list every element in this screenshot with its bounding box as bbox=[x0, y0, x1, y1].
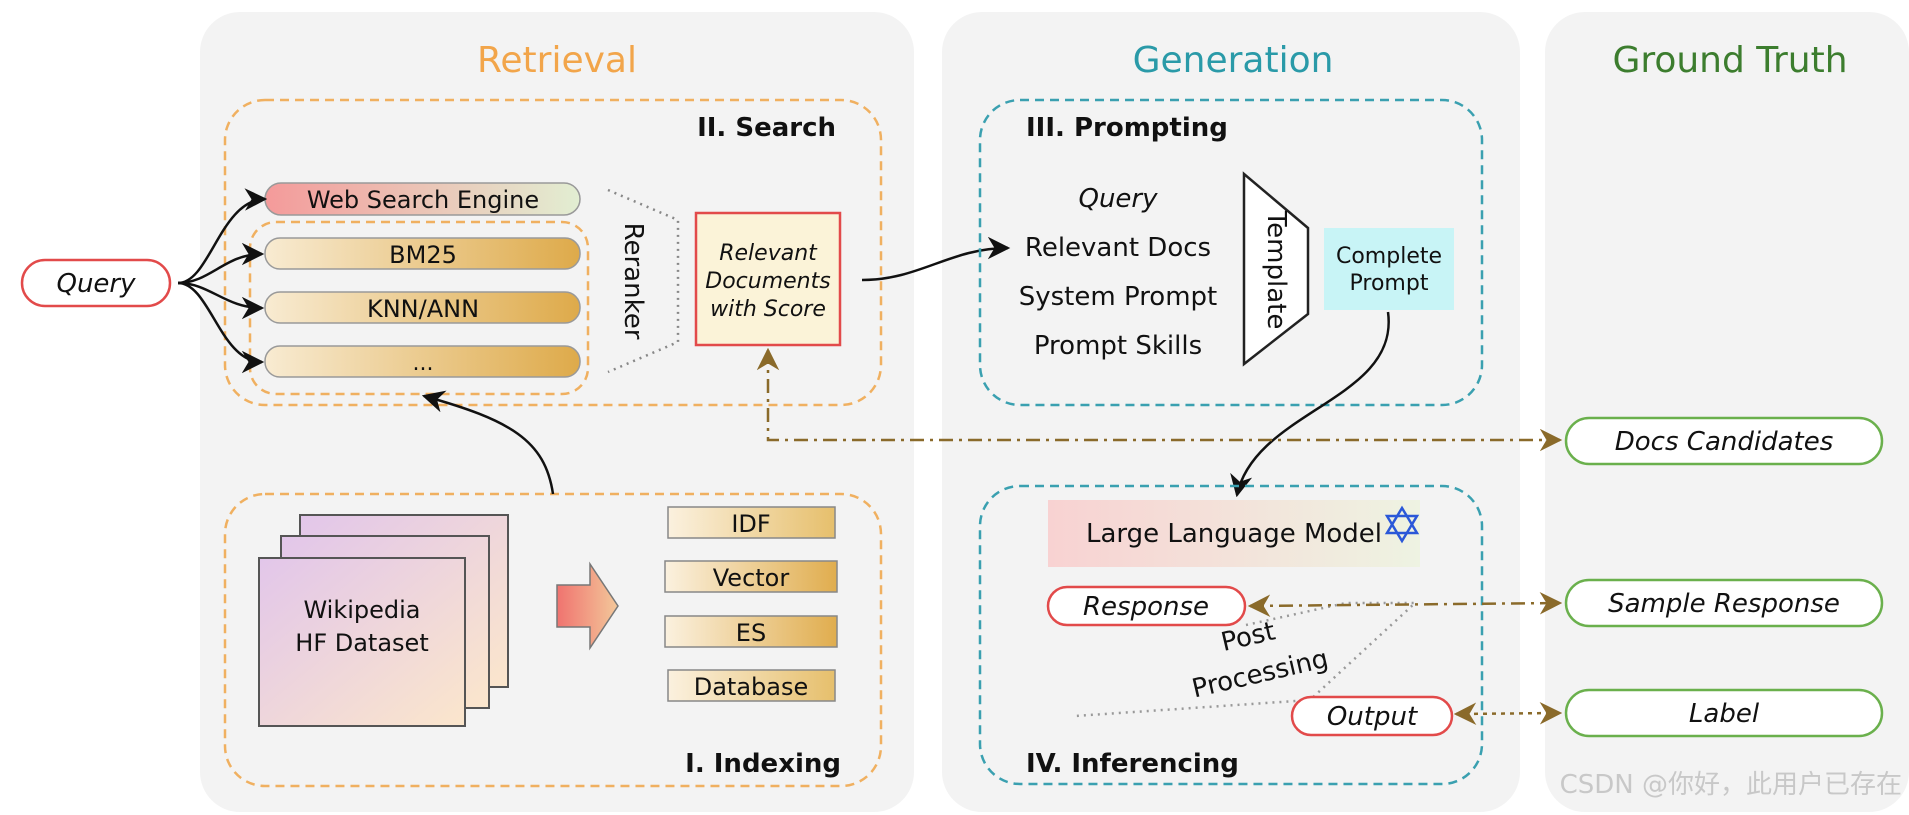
query-to-web-arrow bbox=[177, 188, 268, 285]
knn-ann-label: KNN/ANN bbox=[367, 295, 479, 323]
query-label: Query bbox=[56, 269, 136, 299]
relevant-docs-line-1: Relevant bbox=[719, 241, 818, 266]
sample-response-pill bbox=[1564, 578, 1884, 628]
vector-label: Vector bbox=[713, 564, 790, 592]
prompt-item-relevant-docs: Relevant Docs bbox=[1025, 233, 1211, 263]
relevant-documents-box bbox=[694, 211, 842, 347]
query-to-more-arrow bbox=[177, 281, 265, 374]
prompting-section-title: III. Prompting bbox=[1026, 113, 1228, 143]
dataset-page-front bbox=[258, 557, 466, 727]
response-pill bbox=[1046, 585, 1247, 627]
inferencing-section-title: IV. Inferencing bbox=[1026, 749, 1239, 779]
output-pill bbox=[1290, 695, 1454, 737]
more-methods-pill bbox=[264, 345, 581, 378]
complete-prompt-line-2: Prompt bbox=[1350, 271, 1429, 296]
ground-truth-title: Ground Truth bbox=[1612, 40, 1847, 81]
dataset-line-1: Wikipedia bbox=[303, 596, 420, 624]
indexing-block-arrow bbox=[556, 561, 619, 651]
prompt-item-prompt-skills: Prompt Skills bbox=[1034, 331, 1202, 361]
complete-prompt-box bbox=[1324, 228, 1454, 310]
bm25-label: BM25 bbox=[389, 241, 457, 269]
llm-box bbox=[1048, 500, 1420, 567]
retrieval-title: Retrieval bbox=[477, 40, 637, 81]
generation-title: Generation bbox=[1133, 40, 1334, 81]
search-section-title: II. Search bbox=[697, 113, 836, 143]
query-to-knn-arrow bbox=[177, 281, 265, 320]
template-shape bbox=[1242, 171, 1310, 367]
reranker-label: Reranker bbox=[618, 223, 648, 340]
es-label: ES bbox=[736, 619, 766, 647]
database-box bbox=[667, 669, 836, 702]
query-to-bm25-arrow bbox=[177, 242, 265, 285]
llm-label: Large Language Model bbox=[1086, 519, 1382, 549]
relevant-docs-line-3: with Score bbox=[710, 297, 826, 322]
indexing-to-search-arrow bbox=[421, 390, 555, 495]
dataset-line-2: HF Dataset bbox=[295, 629, 428, 657]
docs-to-prompting-arrow bbox=[861, 236, 1011, 282]
docs-candidates-label: Docs Candidates bbox=[1615, 427, 1834, 457]
more-methods-label: ... bbox=[413, 351, 434, 376]
docs-candidates-compare-line bbox=[756, 347, 1563, 452]
query-pill bbox=[20, 258, 172, 308]
vector-box bbox=[664, 560, 838, 593]
relevant-docs-line-2: Documents bbox=[705, 269, 830, 294]
label-label: Label bbox=[1689, 699, 1760, 729]
es-box bbox=[664, 615, 838, 648]
watermark: CSDN @你好，此用户已存在 bbox=[1560, 770, 1902, 800]
inferencing-section bbox=[978, 484, 1484, 786]
response-label: Response bbox=[1083, 592, 1209, 622]
knn-ann-pill bbox=[264, 291, 581, 324]
post-processing-shape bbox=[1074, 601, 1419, 718]
prompt-item-query: Query bbox=[1078, 184, 1158, 214]
idf-label: IDF bbox=[731, 510, 770, 538]
idf-box bbox=[667, 506, 836, 539]
template-label: Template bbox=[1261, 210, 1291, 330]
search-section bbox=[223, 98, 883, 407]
sample-response-compare-line bbox=[1247, 591, 1563, 618]
indexing-section-title: I. Indexing bbox=[685, 749, 841, 779]
star-icon bbox=[1384, 505, 1420, 544]
web-search-engine-label: Web Search Engine bbox=[307, 186, 539, 214]
label-pill bbox=[1564, 688, 1884, 738]
prompt-item-system-prompt: System Prompt bbox=[1019, 282, 1218, 312]
complete-prompt-line-1: Complete bbox=[1336, 244, 1442, 269]
docs-candidates-pill bbox=[1564, 416, 1884, 466]
sample-response-label: Sample Response bbox=[1608, 589, 1840, 619]
output-label: Output bbox=[1327, 702, 1418, 732]
database-label: Database bbox=[694, 673, 809, 701]
bm25-pill bbox=[264, 237, 581, 270]
